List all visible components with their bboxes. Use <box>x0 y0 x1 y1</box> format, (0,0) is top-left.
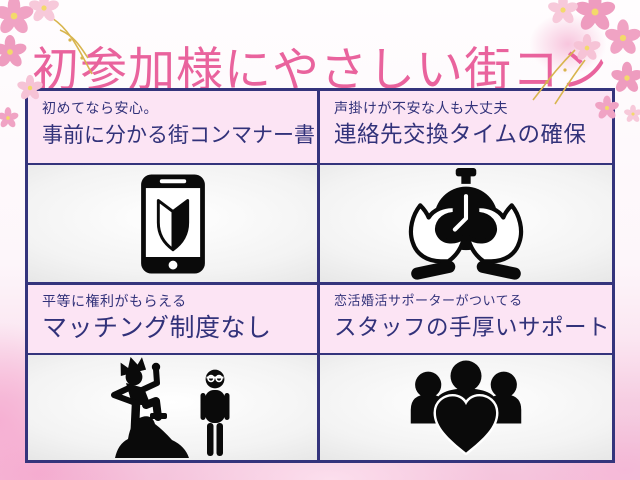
feature-title: マッチング制度なし <box>42 313 272 342</box>
feature-grid: 初めてなら安心。 事前に分かる街コンマナー書 声掛けが不安な人も大丈夫 連絡先交… <box>25 88 615 463</box>
feature-title: スタッフの手厚いサポート <box>334 315 611 341</box>
feature-header: 初めてなら安心。 事前に分かる街コンマナー書 <box>28 91 317 165</box>
stopwatch-in-hands-icon <box>408 167 524 280</box>
feature-cell-manner-book: 初めてなら安心。 事前に分かる街コンマナー書 <box>28 91 320 285</box>
feature-title: 連絡先交換タイムの確保 <box>334 122 587 148</box>
feature-subtitle: 平等に権利がもらえる <box>42 293 187 309</box>
feature-title: 事前に分かる街コンマナー書 <box>42 123 315 147</box>
beginner-mark-smartphone-icon <box>140 174 205 273</box>
feature-cell-no-matching: 平等に権利がもらえる マッチング制度なし <box>28 285 320 460</box>
feature-header: 声掛けが不安な人も大丈夫 連絡先交換タイムの確保 <box>320 91 612 165</box>
feature-subtitle: 声掛けが不安な人も大丈夫 <box>334 100 508 116</box>
feature-subtitle: 初めてなら安心。 <box>42 100 158 116</box>
feature-illustration <box>28 165 317 282</box>
feature-illustration <box>320 355 612 460</box>
king-on-rock-and-person-icon <box>110 356 229 458</box>
feature-header: 恋活婚活サポーターがついてる スタッフの手厚いサポート <box>320 285 612 355</box>
group-with-heart-icon <box>410 360 522 455</box>
feature-illustration <box>28 355 317 460</box>
feature-cell-contact-time: 声掛けが不安な人も大丈夫 連絡先交換タイムの確保 <box>320 91 612 285</box>
feature-subtitle: 恋活婚活サポーターがついてる <box>334 293 523 308</box>
feature-header: 平等に権利がもらえる マッチング制度なし <box>28 285 317 355</box>
feature-illustration <box>320 165 612 282</box>
feature-cell-staff-support: 恋活婚活サポーターがついてる スタッフの手厚いサポート <box>320 285 612 460</box>
